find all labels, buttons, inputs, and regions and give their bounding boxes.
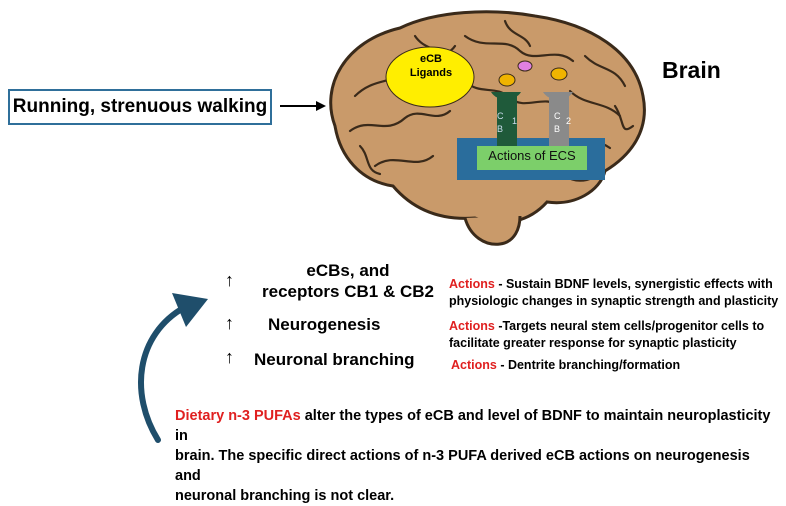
- action-2-line1: -Targets neural stem cells/progenitor ce…: [494, 319, 765, 333]
- action-3-word: Actions: [451, 358, 497, 372]
- input-arrow-icon: [280, 101, 326, 111]
- input-box: Running, strenuous walking: [8, 89, 272, 125]
- ecb-text: eCB: [419, 53, 442, 65]
- receptor2-num: 2: [566, 116, 572, 126]
- pufa-statement: Dietary n-3 PUFAs alter the types of eCB…: [175, 406, 775, 506]
- ecs-box-label: Actions of ECS: [488, 148, 576, 163]
- action-1-line1: - Sustain BDNF levels, synergistic effec…: [494, 277, 773, 291]
- action-3: Actions - Dentrite branching/formation: [451, 357, 781, 374]
- receptor2-b: B: [554, 124, 561, 134]
- ecb-ligands-label: eCB Ligands: [400, 52, 462, 80]
- receptor2-label: C B: [554, 110, 561, 136]
- action-3-line1: - Dentrite branching/formation: [496, 358, 681, 372]
- action-2: Actions -Targets neural stem cells/proge…: [449, 318, 779, 352]
- effect-ecbs-line2: receptors CB1 & CB2: [262, 282, 434, 301]
- input-label: Running, strenuous walking: [12, 96, 268, 117]
- pufa-line2: brain. The specific direct actions of n-…: [175, 448, 750, 484]
- action-1-word: Actions: [449, 277, 495, 291]
- receptor1-label: C B: [497, 110, 504, 136]
- receptor1-num: 1: [512, 116, 518, 126]
- effect-neuronal-branching: Neuronal branching: [254, 350, 415, 369]
- action-1: Actions - Sustain BDNF levels, synergist…: [449, 276, 779, 310]
- action-1-line2: physiologic changes in synaptic strength…: [449, 294, 779, 308]
- receptor1-c: C: [497, 111, 504, 121]
- effect-ecbs-line1: eCBs, and: [306, 261, 390, 280]
- up-arrow-icon-2: ↑: [225, 313, 234, 333]
- pufa-highlight: Dietary n-3 PUFAs: [175, 408, 301, 424]
- receptor1-b: B: [497, 124, 504, 134]
- action-2-word: Actions: [449, 319, 495, 333]
- effect-neurogenesis: Neurogenesis: [268, 315, 381, 334]
- brain-title: Brain: [662, 57, 721, 83]
- brain-illustration: [329, 10, 646, 246]
- receptor2-c: C: [554, 111, 561, 121]
- action-2-line2: facilitate greater response for synaptic…: [449, 336, 737, 350]
- effect-ecbs: eCBs, and receptors CB1 & CB2: [248, 260, 448, 302]
- ligands-text: Ligands: [409, 67, 453, 79]
- up-arrow-icon-1: ↑: [225, 270, 234, 290]
- up-arrow-icon-3: ↑: [225, 347, 234, 367]
- curved-arrow-icon: [138, 293, 208, 443]
- pufa-line1: alter the types of eCB and level of BDNF…: [175, 408, 771, 444]
- pufa-line3: neuronal branching is not clear.: [175, 488, 395, 504]
